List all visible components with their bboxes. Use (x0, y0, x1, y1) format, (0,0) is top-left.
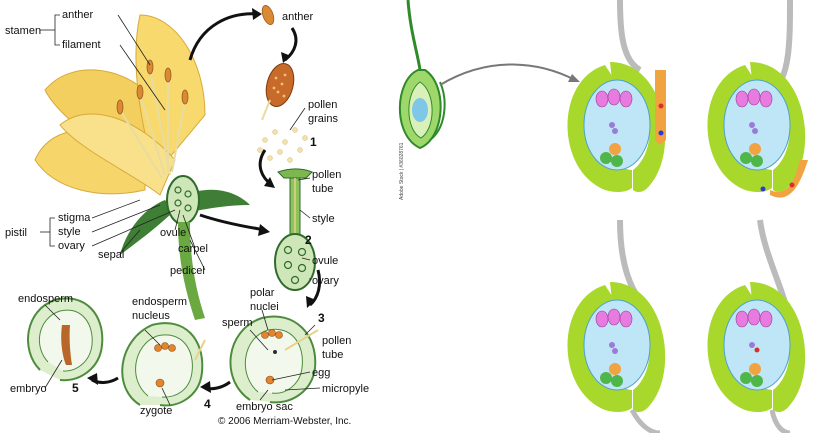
label-endosperm-nucleus-2: nucleus (132, 310, 170, 322)
label-anther-top: anther (282, 11, 314, 23)
label-pollen-tube-2: tube (312, 183, 333, 195)
magnify-arrowhead (568, 74, 580, 82)
anther-detail (257, 5, 308, 163)
label-pollen-grains-2: grains (308, 113, 338, 125)
ovule-stage-4 (707, 219, 806, 436)
step-1: 1 (310, 135, 317, 149)
label-pedicel: pedicel (170, 265, 205, 277)
ovule-small (399, 0, 446, 150)
sperm-step3 (273, 350, 277, 354)
ovary-cutaway (166, 175, 200, 225)
label-egg: egg (312, 367, 330, 379)
pollen-inside (272, 73, 287, 98)
seed-step5 (27, 297, 104, 382)
ovule-step3 (229, 315, 319, 404)
sepal-right (185, 189, 250, 212)
label-embryo: embryo (10, 383, 47, 395)
ovule-stage-1 (567, 0, 666, 193)
process-arrows-left (91, 12, 322, 391)
ovules-detail (283, 245, 307, 285)
polar-nuclei-step3 (261, 329, 283, 339)
step-numbers: 1 2 3 4 5 (72, 135, 325, 411)
label-carpel: carpel (178, 243, 208, 255)
zygote-step4 (155, 378, 165, 388)
label-pollen-tube-b-2: tube (322, 349, 343, 361)
label-zygote: zygote (140, 405, 172, 417)
label-endosperm-nucleus-1: endosperm (132, 296, 187, 308)
label-stamen: stamen (5, 25, 41, 37)
anther-open (265, 62, 295, 108)
copyright: © 2006 Merriam-Webster, Inc. (218, 416, 351, 427)
label-polar-nuclei-2: nuclei (250, 301, 279, 313)
label-style-left: style (58, 226, 81, 238)
label-ovary-right: ovary (312, 275, 339, 287)
stigma-detail (277, 168, 313, 179)
label-filament: filament (62, 39, 101, 51)
label-anther: anther (62, 9, 94, 21)
label-ovule-right: ovule (312, 255, 338, 267)
stock-watermark: Adobe Stock | #36028761 (399, 142, 405, 200)
label-embryo-sac: embryo sac (236, 401, 293, 413)
pedicel-stem (178, 222, 205, 320)
label-endosperm: endosperm (18, 293, 73, 305)
pollen-tube-step3 (284, 329, 319, 351)
step-2: 2 (305, 233, 312, 247)
egg-step3 (265, 375, 275, 385)
endosperm-nucleus-step4 (154, 342, 176, 352)
ovule-stage-3 (567, 219, 666, 436)
label-stigma: stigma (58, 212, 91, 224)
label-pollen-grains-1: pollen (308, 99, 337, 111)
label-pistil: pistil (5, 227, 27, 239)
petal-front (59, 113, 176, 196)
labels: stamen anther filament anther pollen gra… (5, 9, 369, 417)
ovule-stage-2 (707, 0, 808, 198)
step-5: 5 (72, 381, 79, 395)
label-ovary-left: ovary (58, 240, 85, 252)
label-ovule-left: ovule (160, 227, 186, 239)
pollen-grains (257, 127, 308, 163)
embryo-step5 (61, 325, 72, 365)
ovule-step4 (121, 322, 206, 407)
magnify-arrow (439, 63, 576, 86)
leader-lines (40, 14, 321, 406)
flower (34, 14, 250, 320)
label-sperm: sperm (222, 317, 253, 329)
anther-small (261, 5, 275, 25)
step-3: 3 (318, 311, 325, 325)
label-polar-nuclei-1: polar (250, 287, 275, 299)
step-4: 4 (204, 397, 211, 411)
label-pollen-tube-1: pollen (312, 169, 341, 181)
sepal-left (120, 200, 175, 255)
stamens (119, 69, 186, 179)
anthers (116, 59, 189, 115)
label-micropyle: micropyle (322, 383, 369, 395)
pistil-detail (274, 168, 316, 291)
label-pollen-tube-b-1: pollen (322, 335, 351, 347)
ovules-left (174, 186, 192, 212)
arrowheads-left (87, 8, 316, 393)
label-sepal: sepal (98, 249, 124, 261)
label-style-right: style (312, 213, 335, 225)
filament-detail (261, 99, 271, 121)
